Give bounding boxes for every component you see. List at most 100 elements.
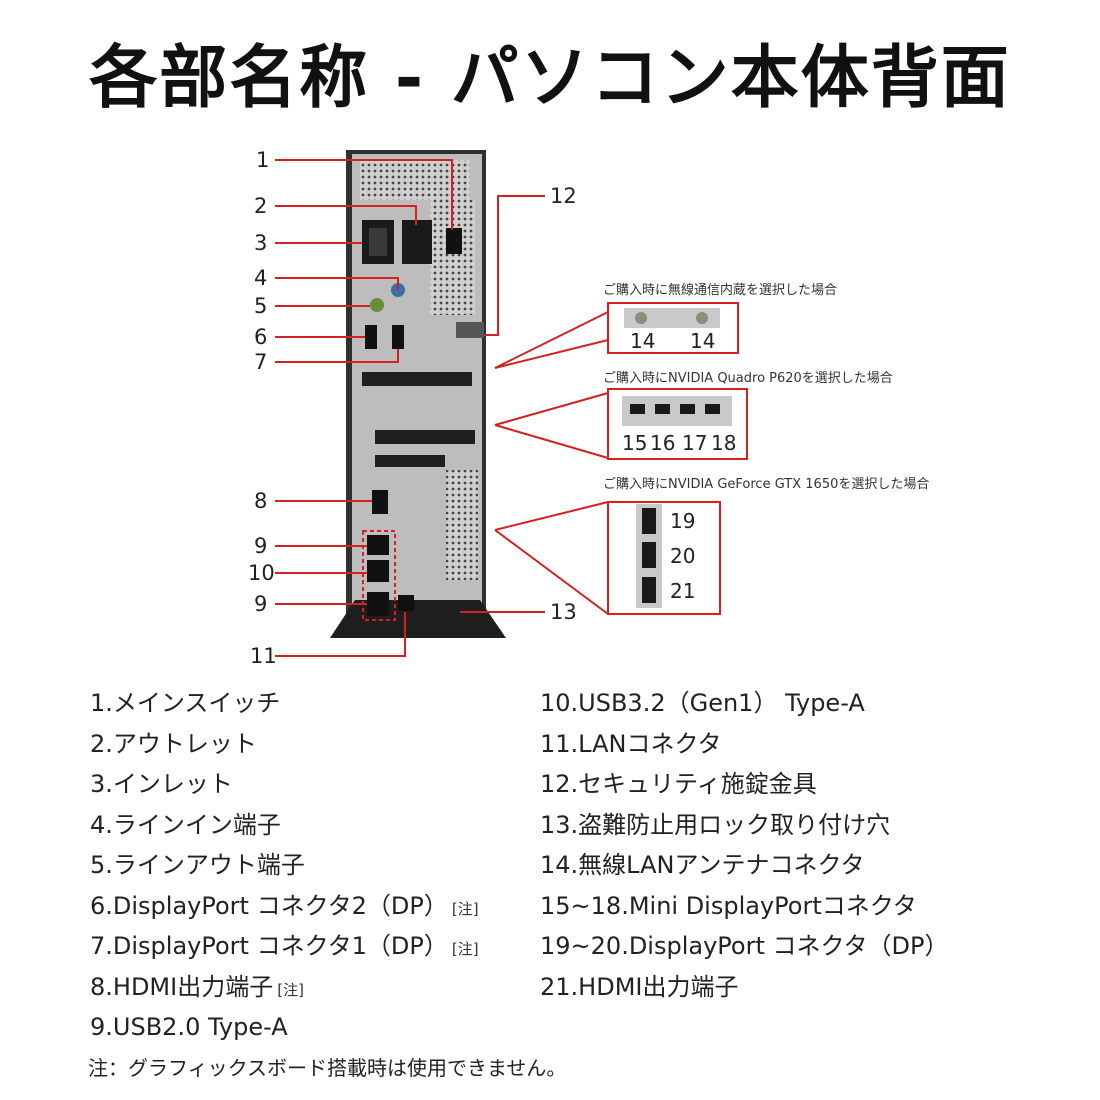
- antenna-connector: [696, 312, 708, 324]
- port-label: 14: [690, 329, 715, 353]
- option-quadro: ご購入時にNVIDIA Quadro P620を選択した場合 15 16 17 …: [603, 370, 893, 455]
- wireless-caption: ご購入時に無線通信内蔵を選択した場合: [603, 282, 837, 298]
- legend-item: 6.DisplayPort コネクタ2（DP）[注]: [90, 886, 540, 927]
- legend-item: 9.USB2.0 Type-A: [90, 1007, 540, 1048]
- slot-1: [362, 372, 472, 386]
- mini-dp-port: [680, 404, 695, 414]
- legend-item-note: [注]: [277, 980, 304, 999]
- side-vent: [446, 470, 478, 580]
- legend-item: 2.アウトレット: [90, 724, 540, 765]
- port-label: 15: [622, 431, 647, 455]
- callout-10: 10: [248, 561, 275, 585]
- legend-item: 4.ラインイン端子: [90, 805, 540, 846]
- legend-item: 11.LANコネクタ: [540, 724, 1010, 765]
- hdmi-port: [642, 577, 656, 603]
- legend-item-text: 6.DisplayPort コネクタ2（DP）: [90, 891, 448, 920]
- footnote: 注：グラフィックスボード搭載時は使用できません。: [88, 1056, 567, 1080]
- legend-item-text: 7.DisplayPort コネクタ1（DP）: [90, 932, 448, 960]
- port-label: 19: [670, 509, 695, 533]
- slot-3: [375, 455, 445, 467]
- legend-item-text: 4.ラインイン端子: [90, 810, 281, 839]
- callout-5: 5: [254, 294, 267, 318]
- legend-item-text: 19~20.DisplayPort コネクタ（DP）: [540, 932, 949, 960]
- legend-item-text: 5.ラインアウト端子: [90, 851, 305, 879]
- legend-item-text: 2.アウトレット: [90, 729, 257, 758]
- line-out-jack: [370, 298, 384, 312]
- option-wireless: ご購入時に無線通信内蔵を選択した場合 14 14: [603, 282, 837, 353]
- slot-2: [375, 430, 475, 444]
- legend-item-text: 15~18.Mini DisplayPortコネクタ: [540, 891, 917, 920]
- legend-item: 12.セキュリティ施錠金具: [540, 764, 1010, 805]
- option-gtx: ご購入時にNVIDIA GeForce GTX 1650を選択した場合 19 2…: [603, 476, 929, 608]
- top-vent: [360, 160, 470, 200]
- mini-dp-port: [655, 404, 670, 414]
- dp2-port: [365, 325, 377, 349]
- pc-stand: [330, 600, 506, 638]
- callout-2: 2: [254, 194, 267, 218]
- callout-9-top: 9: [254, 534, 267, 558]
- legend-item-text: 1.メインスイッチ: [90, 689, 281, 717]
- legend-item-note: [注]: [451, 940, 479, 958]
- callout-6: 6: [254, 325, 267, 349]
- legend-item: 15~18.Mini DisplayPortコネクタ: [540, 886, 1010, 927]
- legend-item-text: 9.USB2.0 Type-A: [90, 1013, 288, 1041]
- legend-item-text: 21.HDMI出力端子: [540, 972, 739, 1001]
- callout-1: 1: [256, 148, 269, 172]
- callout-11: 11: [250, 644, 277, 668]
- legend-item: 10.USB3.2（Gen1） Type-A: [540, 683, 1010, 724]
- legend-item-text: 14.無線LANアンテナコネクタ: [540, 851, 865, 879]
- rear-panel-diagram: 1 2 3 4 5 6 7 8 9 10 9 11 12 13 ご購入時に無線通…: [248, 148, 929, 668]
- legend-item: 1.メインスイッチ: [90, 683, 540, 724]
- dp1-port: [392, 325, 404, 349]
- pc-chassis: [330, 150, 506, 638]
- legend-item-text: 13.盗難防止用ロック取り付け穴: [540, 810, 891, 839]
- usb32: [367, 560, 389, 582]
- quadro-caption: ご購入時にNVIDIA Quadro P620を選択した場合: [603, 370, 893, 386]
- legend-item-text: 11.LANコネクタ: [540, 729, 722, 758]
- legend-right-column: 10.USB3.2（Gen1） Type-A 11.LANコネクタ 12.セキュ…: [540, 683, 1010, 1007]
- hdmi-port: [372, 490, 388, 514]
- legend-item: 5.ラインアウト端子: [90, 845, 540, 886]
- dp-port: [642, 508, 656, 534]
- dp-port: [642, 542, 656, 568]
- mini-dp-port: [630, 404, 645, 414]
- callout-numbers: 1 2 3 4 5 6 7 8 9 10 9 11 12 13: [248, 148, 577, 668]
- legend-left-column: 1.メインスイッチ 2.アウトレット 3.インレット 4.ラインイン端子 5.ラ…: [90, 683, 540, 1048]
- legend-item-text: 12.セキュリティ施錠金具: [540, 770, 817, 798]
- legend-item: 8.HDMI出力端子[注]: [90, 967, 540, 1008]
- port-label: 18: [711, 431, 736, 455]
- legend-item-text: 3.インレット: [90, 770, 233, 798]
- gtx-caption: ご購入時にNVIDIA GeForce GTX 1650を選択した場合: [603, 476, 929, 492]
- legend-item-text: 10.USB3.2（Gen1） Type-A: [540, 689, 865, 717]
- legend-item: 7.DisplayPort コネクタ1（DP）[注]: [90, 926, 540, 967]
- legend-item: 21.HDMI出力端子: [540, 967, 1010, 1008]
- callout-8: 8: [254, 489, 267, 513]
- legend-item-text: 8.HDMI出力端子: [90, 972, 274, 1001]
- power-outlet: [402, 220, 432, 264]
- legend-item: 19~20.DisplayPort コネクタ（DP）: [540, 926, 1010, 967]
- antenna-connector: [635, 312, 647, 324]
- legend-item: 14.無線LANアンテナコネクタ: [540, 845, 1010, 886]
- legend-item: 3.インレット: [90, 764, 540, 805]
- legend-item-note: [注]: [451, 899, 479, 918]
- callout-4: 4: [254, 266, 267, 290]
- security-bracket: [456, 322, 484, 338]
- callout-7: 7: [254, 350, 267, 374]
- page-title: 各部名称 - パソコン本体背面: [89, 39, 1011, 118]
- port-label: 17: [682, 431, 707, 455]
- usb2-top: [367, 535, 389, 555]
- callout-12: 12: [550, 184, 577, 208]
- callout-13: 13: [550, 600, 577, 624]
- callout-3: 3: [254, 231, 267, 255]
- lan-port: [398, 595, 414, 611]
- callout-lines: [275, 159, 748, 657]
- port-label: 21: [670, 579, 695, 603]
- main-switch: [446, 228, 462, 254]
- port-label: 20: [670, 544, 695, 568]
- mini-dp-port: [705, 404, 720, 414]
- port-label: 14: [630, 329, 655, 353]
- usb2-bottom: [367, 592, 389, 616]
- legend-item: 13.盗難防止用ロック取り付け穴: [540, 805, 1010, 846]
- callout-9-bottom: 9: [254, 592, 267, 616]
- port-label: 16: [650, 431, 675, 455]
